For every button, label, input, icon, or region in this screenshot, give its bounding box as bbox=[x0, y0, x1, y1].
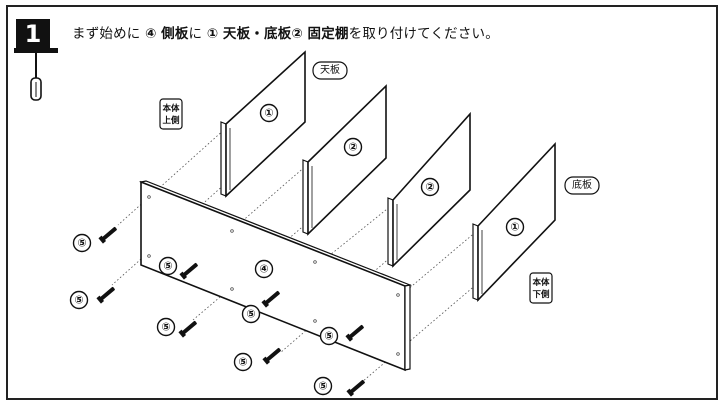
body-top-side-line1: 本体 bbox=[162, 103, 180, 114]
bottom-board-tag-text: 底板 bbox=[572, 178, 592, 191]
screw-label: ⑤ bbox=[318, 380, 327, 393]
body-bottom-side-line1: 本体 bbox=[532, 277, 550, 288]
panel-2-label-a: ② bbox=[348, 141, 357, 154]
screw-label: ⑤ bbox=[324, 330, 333, 343]
instruction-part: 天板 bbox=[222, 26, 251, 42]
panel-1-bottom-label: ① bbox=[510, 221, 519, 234]
body-top-side-tag: 本体 上側 bbox=[159, 98, 183, 130]
body-bottom-side-tag: 本体 下側 bbox=[529, 272, 553, 304]
bottom-board-tag: 底板 bbox=[564, 176, 600, 195]
panel-2-label-b: ② bbox=[425, 181, 434, 194]
side-panel-4 bbox=[138, 180, 413, 372]
body-top-side-line2: 上側 bbox=[162, 115, 180, 126]
screws bbox=[96, 226, 365, 397]
screw-number-labels: ⑤ ⑤ ⑤ ⑤ ⑤ ⑤ ⑤ ⑤ bbox=[69, 233, 339, 396]
instruction-part: ② bbox=[291, 26, 304, 42]
diagram-frame bbox=[6, 5, 718, 400]
top-board-panel-1 bbox=[220, 50, 306, 198]
step-number-badge: 1 bbox=[16, 19, 50, 49]
instruction-part: 底板 bbox=[264, 26, 292, 42]
screw-icon bbox=[178, 320, 197, 338]
top-board-tag: 天板 bbox=[312, 61, 348, 80]
screw-label: ⑤ bbox=[163, 260, 172, 273]
panel-1-top-label: ① bbox=[264, 107, 273, 120]
instruction-text: まず始めに ④ 側板に ① 天板・底板② 固定棚を取り付けてください。 bbox=[72, 22, 499, 42]
fixed-shelf-panel-2-a bbox=[302, 84, 387, 236]
screw-icon bbox=[96, 286, 115, 304]
screw-icon bbox=[179, 262, 198, 280]
body-bottom-side-line2: 下側 bbox=[532, 289, 550, 300]
panel-4-label: ④ bbox=[259, 263, 268, 276]
instruction-part: を取り付けてください。 bbox=[348, 26, 499, 42]
screw-label: ⑤ bbox=[246, 308, 255, 321]
instruction-part: まず始めに bbox=[72, 26, 141, 42]
instruction-part: ④ bbox=[145, 26, 157, 42]
screw-label: ⑤ bbox=[161, 321, 170, 334]
screw-icon bbox=[262, 347, 281, 365]
screw-label: ⑤ bbox=[77, 237, 86, 250]
screw-icon bbox=[345, 324, 364, 342]
screw-icon bbox=[98, 226, 117, 244]
instruction-part: 固定棚 bbox=[307, 26, 349, 42]
instruction-part: 側板 bbox=[161, 26, 189, 42]
screwdriver-handle-bar bbox=[14, 48, 58, 53]
screw-icon bbox=[261, 290, 280, 308]
screw-label: ⑤ bbox=[238, 356, 247, 369]
instruction-part: ① bbox=[206, 26, 219, 42]
top-board-tag-text: 天板 bbox=[320, 63, 340, 76]
screw-icon bbox=[346, 379, 365, 397]
screw-label: ⑤ bbox=[74, 294, 83, 307]
instruction-part: ・ bbox=[250, 26, 264, 42]
screwdriver-icon bbox=[30, 53, 42, 101]
panel-number-labels: ① ② ② ① ④ bbox=[254, 103, 525, 279]
instruction-part: に bbox=[188, 26, 203, 42]
